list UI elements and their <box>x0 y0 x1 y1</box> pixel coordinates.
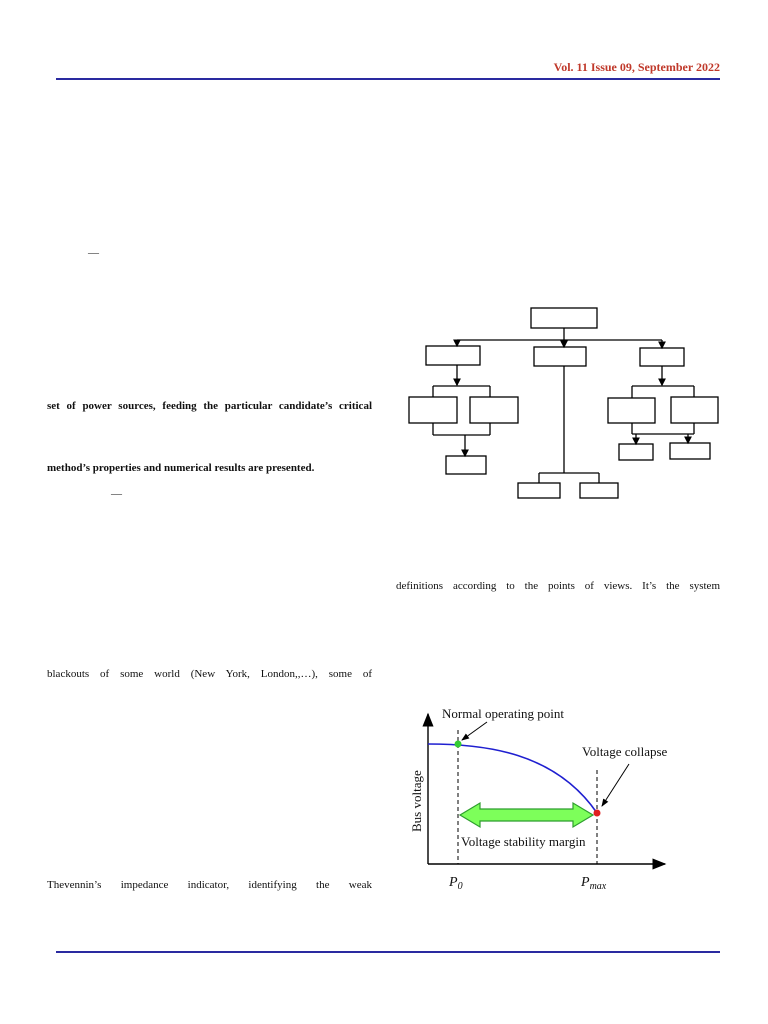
normal-operating-point-marker <box>454 740 462 748</box>
tree-box-right-c1 <box>618 443 654 461</box>
text-line-definitions: definitions according to the points of v… <box>396 580 720 592</box>
tree-box-right-a <box>607 397 656 424</box>
voltage-collapse-point-marker <box>593 809 601 817</box>
pv-curve <box>427 743 598 814</box>
header-rule <box>56 78 720 80</box>
tree-box-middle <box>533 346 587 367</box>
y-axis-label: Bus voltage <box>409 770 424 832</box>
tree-box-middle-c1 <box>517 482 561 499</box>
tree-box-right-c2 <box>669 442 711 460</box>
normal-operating-point-label: Normal operating point <box>442 706 564 721</box>
dash-mark: — <box>111 488 122 500</box>
text-line-method: method’s properties and numerical result… <box>47 462 315 474</box>
tree-box-left-a <box>408 396 458 424</box>
tree-box-left-child <box>445 455 487 475</box>
text-line-thevennin: Thevennin’s impedance indicator, identif… <box>47 879 372 891</box>
journal-volume-issue: Vol. 11 Issue 09, September 2022 <box>553 60 720 74</box>
classification-tree-diagram <box>408 307 719 499</box>
pmax-label: Pmax <box>580 875 607 892</box>
p0-label: P0 <box>448 875 463 892</box>
tree-box-left <box>425 345 481 366</box>
tree-box-left-b <box>469 396 519 424</box>
footer-rule <box>56 951 720 953</box>
voltage-collapse-point-label: Voltage collapse point <box>582 744 670 759</box>
pv-curve-figure: Normal operating point Voltage collapse … <box>409 706 670 892</box>
tree-box-right <box>639 347 685 367</box>
tree-box-right-b <box>670 396 719 424</box>
tree-box-middle-c2 <box>579 482 619 499</box>
text-line-sources: set of power sources, feeding the partic… <box>47 400 372 412</box>
voltage-stability-margin-label: Voltage stability margin <box>461 834 586 849</box>
tree-box-root <box>530 307 598 329</box>
text-line-blackouts: blackouts of some world (New York, Londo… <box>47 668 372 680</box>
voltage-stability-margin-arrow <box>458 801 595 829</box>
dash-mark: — <box>88 247 99 259</box>
